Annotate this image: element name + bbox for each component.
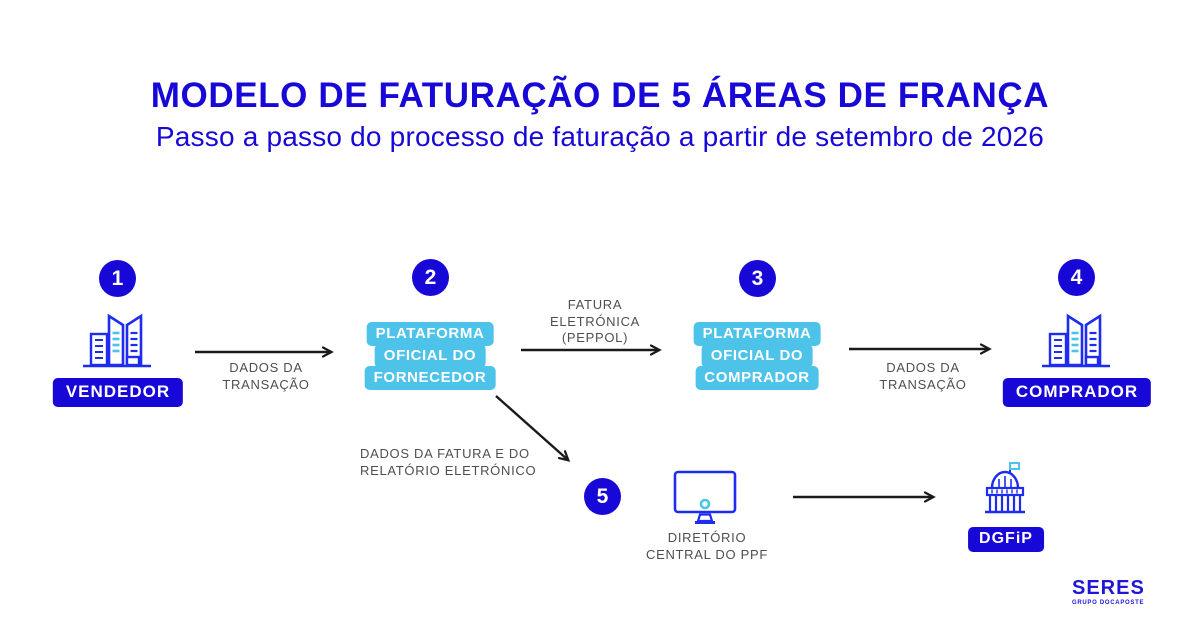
government-building-icon	[985, 462, 1025, 514]
step-4-number: 4	[1058, 259, 1095, 296]
step-3-number: 3	[739, 260, 776, 297]
arrow-1-label: DADOS DA TRANSAÇÃO	[222, 360, 310, 392]
dgfip-badge-wrap: DGFiP	[968, 527, 1044, 552]
vendedor-badge-wrap: VENDEDOR	[52, 378, 184, 407]
seres-logo-subtext: GRUPO DOCAPOSTE	[1072, 600, 1145, 606]
page-title: MODELO DE FATURAÇÃO DE 5 ÁREAS DE FRANÇA	[150, 76, 1050, 115]
seres-logo: SERES GRUPO DOCAPOSTE	[1072, 578, 1145, 606]
step-5-number: 5	[584, 478, 621, 515]
plataforma-comprador-box: PLATAFORMA OFICIAL DO COMPRADOR	[693, 322, 821, 390]
arrow-diagonal-label: DADOS DA FATURA E DO RELATÓRIO ELETRÓNIC…	[360, 446, 537, 478]
comprador-badge-wrap: COMPRADOR	[1002, 378, 1152, 407]
arrow-diagonal	[495, 395, 571, 462]
arrow-1	[195, 346, 334, 358]
arrow-3-label: DADOS DA TRANSAÇÃO	[879, 360, 967, 392]
plataforma-fornecedor-box: PLATAFORMA OFICIAL DO FORNECEDOR	[364, 322, 496, 390]
office-building-icon	[1042, 313, 1110, 368]
office-building-icon	[83, 313, 151, 368]
step-2-number: 2	[412, 259, 449, 296]
monitor-icon	[673, 470, 737, 524]
vendedor-badge: VENDEDOR	[52, 378, 184, 407]
page-subtitle: Passo a passo do processo de faturação a…	[155, 121, 1045, 152]
arrow-3	[849, 343, 992, 355]
step-1-number: 1	[99, 260, 136, 297]
arrow-2-label: FATURA ELETRÓNICA (PEPPOL)	[549, 297, 641, 345]
arrow-4	[793, 491, 936, 503]
arrow-2	[521, 344, 662, 356]
seres-logo-text: SERES	[1072, 577, 1145, 599]
dgfip-badge: DGFiP	[968, 527, 1044, 552]
comprador-badge: COMPRADOR	[1002, 378, 1152, 407]
diretorio-central-label: DIRETÓRIO CENTRAL DO PPF	[645, 530, 769, 562]
